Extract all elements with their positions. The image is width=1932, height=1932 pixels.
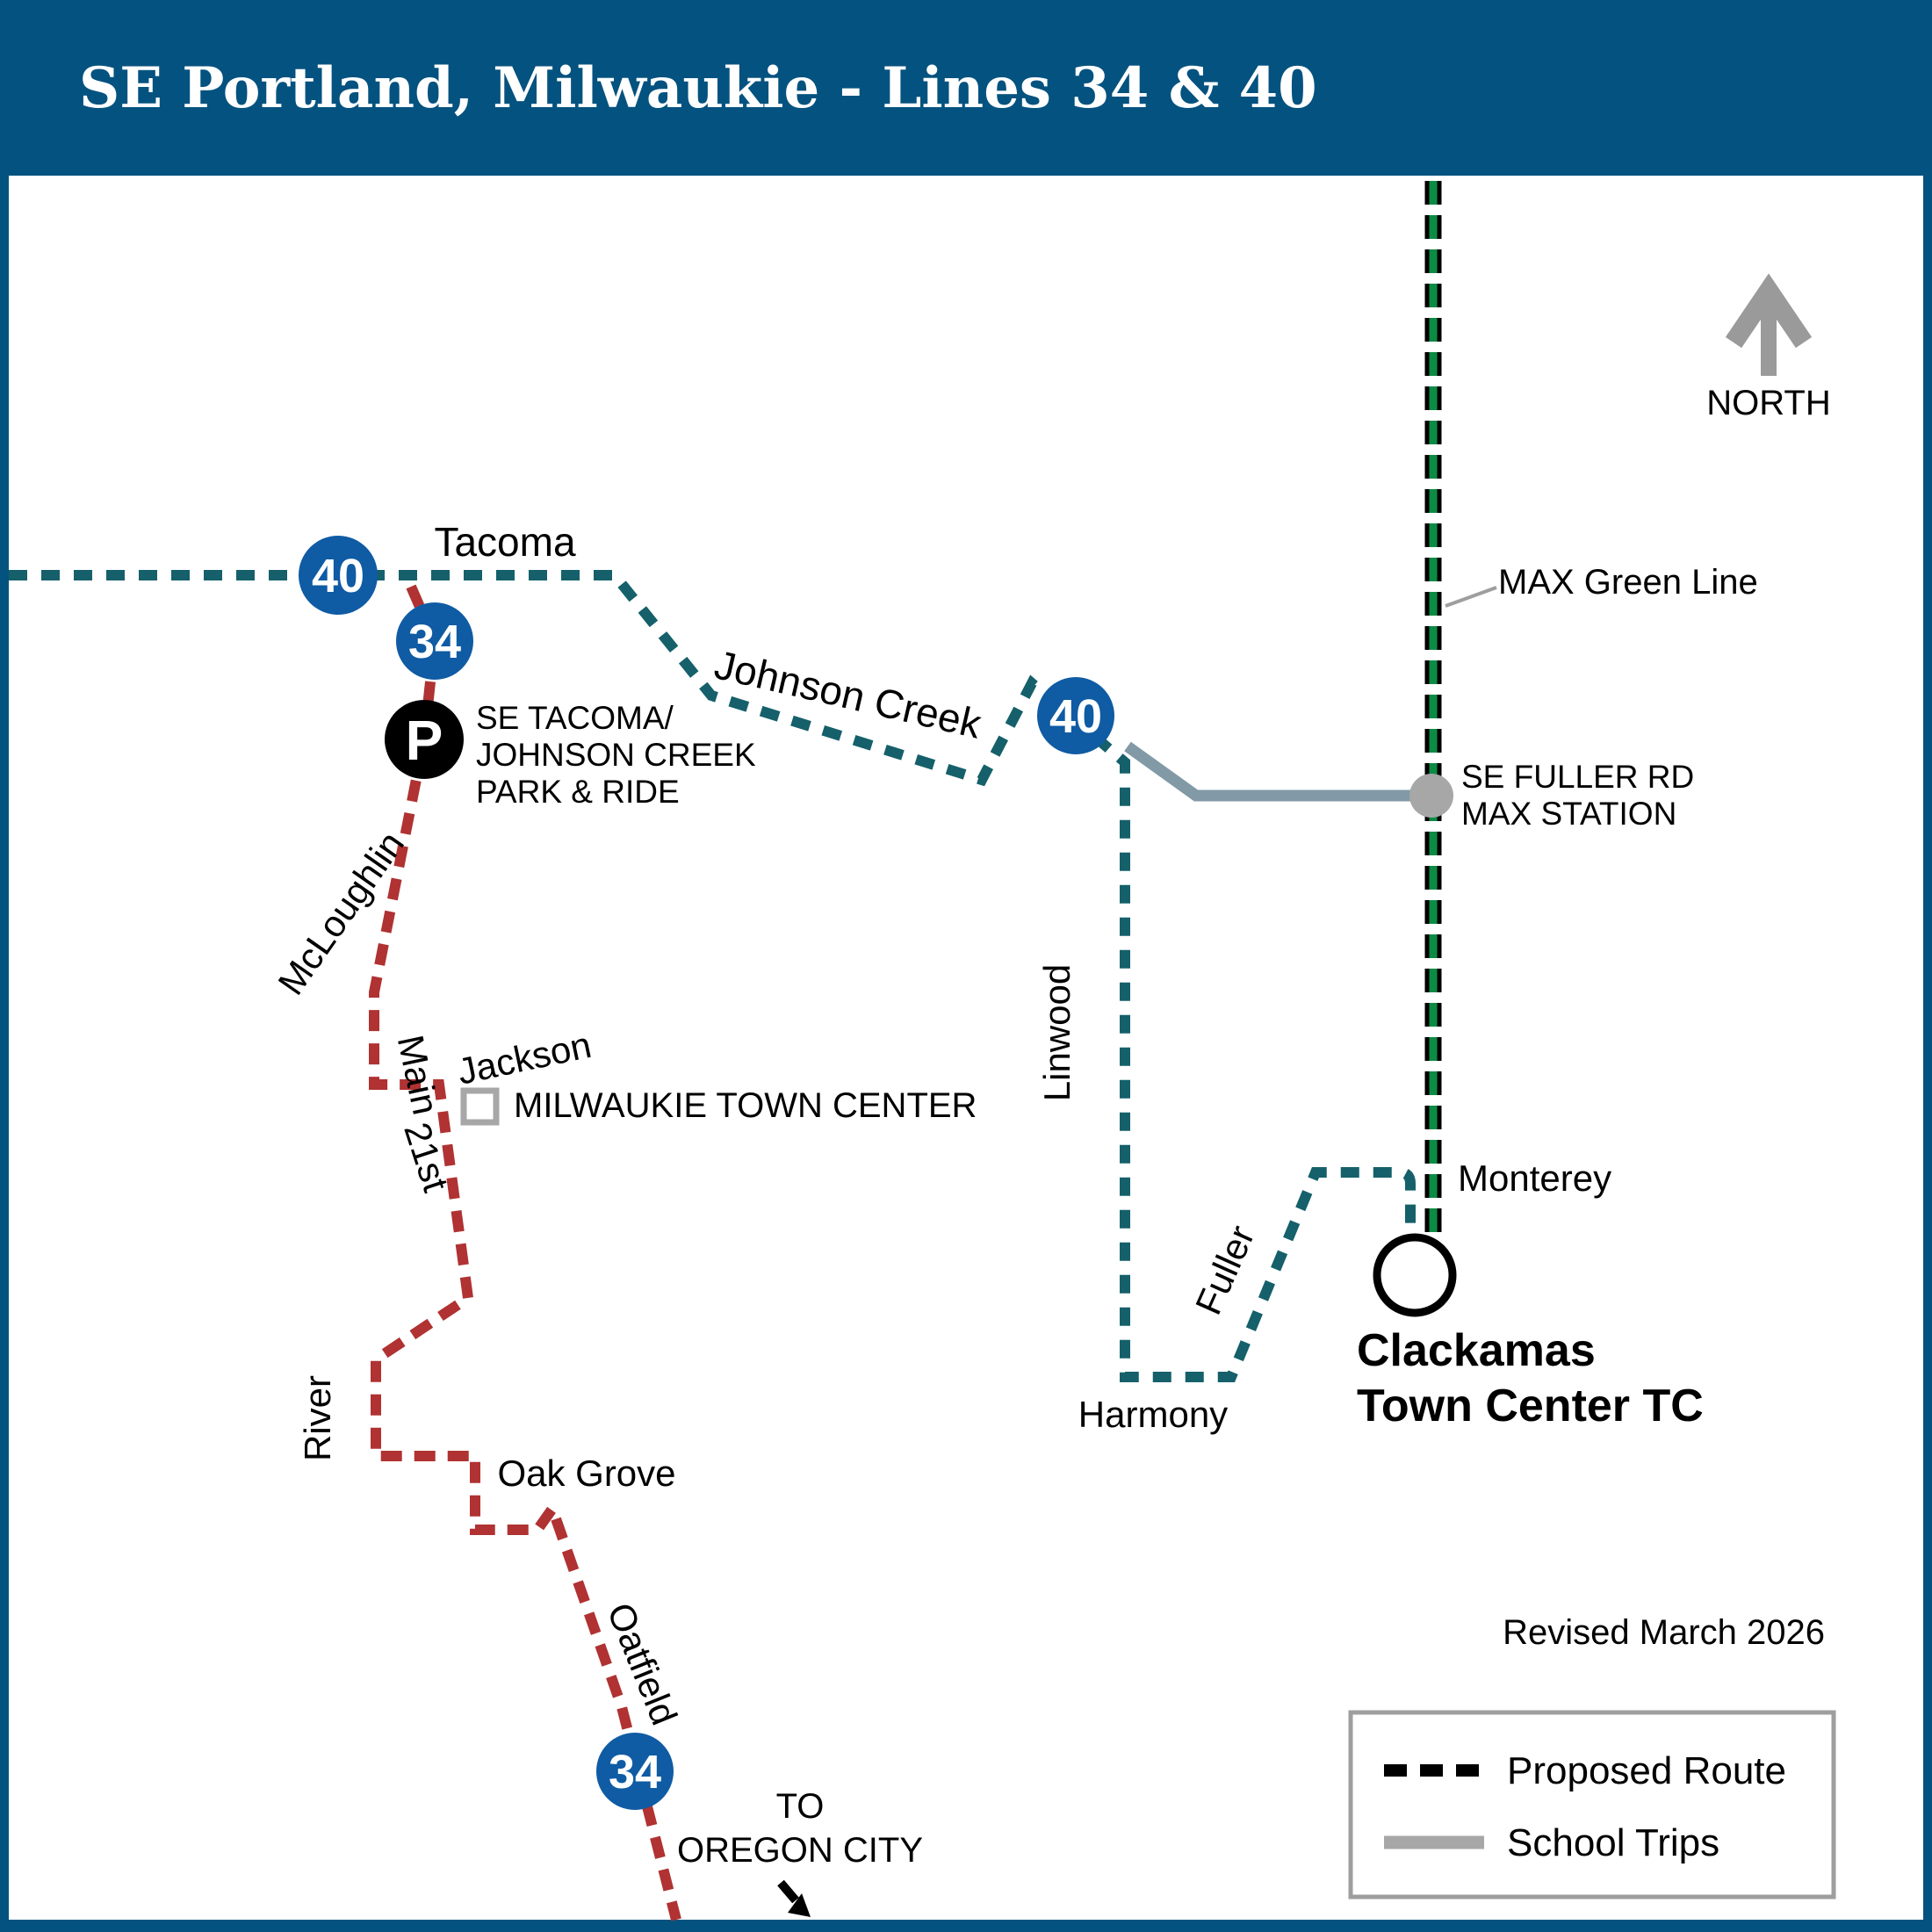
clackamas-tc-label-line2: Town Center TC: [1357, 1381, 1704, 1431]
street-label-harmony: Harmony: [1078, 1394, 1228, 1435]
map-border-bottom: [0, 1920, 1932, 1932]
park-and-ride-label-line3: PARK & RIDE: [476, 774, 680, 810]
legend-box: [1348, 1710, 1836, 1900]
north-arrow-icon: [1725, 273, 1813, 376]
se-fuller-label-line2: MAX STATION: [1461, 796, 1676, 832]
route-badge-34-tacoma: 34: [396, 602, 473, 680]
milwaukie-town-center-label: MILWAUKIE TOWN CENTER: [514, 1086, 977, 1125]
se-fuller-station-dot: [1409, 774, 1453, 818]
legend-school-trips-label: School Trips: [1507, 1821, 1719, 1864]
max-green-line-label: MAX Green Line: [1498, 563, 1758, 602]
to-oregon-city-arrow-icon: [777, 1879, 811, 1917]
route-badge-number: 40: [312, 550, 364, 602]
route-badge-40-tacoma: 40: [299, 536, 378, 615]
to-oregon-city-line2: OREGON CITY: [677, 1831, 923, 1870]
route-badge-34-oatfield: 34: [596, 1733, 674, 1810]
to-oregon-city-line1: TO: [776, 1787, 825, 1826]
north-arrow-head: [1725, 273, 1813, 349]
page-title: SE Portland, Milwaukie - Lines 34 & 40: [79, 55, 1317, 121]
park-and-ride-label-line2: JOHNSON CREEK: [476, 737, 756, 773]
clackamas-tc-marker: [1373, 1233, 1457, 1317]
route-badge-circle: [1037, 677, 1114, 754]
street-label-oak-grove: Oak Grove: [497, 1453, 675, 1494]
school-trips-line: [1124, 741, 1431, 802]
arrow-head: [788, 1893, 811, 1917]
legend-proposed-route-label: Proposed Route: [1507, 1749, 1786, 1792]
park-and-ride-marker: [385, 700, 464, 779]
route-34-line: [369, 584, 681, 1921]
revised-note: Revised March 2026: [1503, 1613, 1825, 1652]
arrow-shaft: [777, 1879, 799, 1904]
route-badge-circle: [299, 536, 378, 615]
route-badge-40-linwood: 40: [1037, 677, 1114, 754]
route-badge-number: 34: [609, 1746, 661, 1799]
milwaukie-town-center-marker: [460, 1087, 500, 1126]
map-border-left: [0, 176, 9, 1932]
route-40-line: [9, 570, 1416, 1382]
map-border-right: [1923, 176, 1932, 1932]
route-badge-number: 34: [408, 616, 461, 668]
legend: Proposed Route School Trips: [1348, 1710, 1836, 1900]
park-and-ride-p-icon: P: [406, 709, 443, 772]
street-label-tacoma: Tacoma: [434, 519, 575, 565]
street-label-river: River: [297, 1375, 338, 1461]
route-badge-circle: [396, 602, 473, 680]
se-fuller-label-line1: SE FULLER RD: [1461, 759, 1694, 795]
north-label: NORTH: [1706, 384, 1830, 422]
clackamas-tc-label-line1: Clackamas: [1357, 1325, 1596, 1376]
route-badge-circle: [596, 1733, 674, 1810]
park-and-ride-label-line1: SE TACOMA/: [476, 700, 674, 736]
route-badge-number: 40: [1049, 690, 1102, 743]
header-bar: [0, 0, 1932, 176]
street-label-linwood: Linwood: [1036, 964, 1078, 1101]
street-label-monterey: Monterey: [1458, 1157, 1611, 1199]
max-green-callout-line: [1445, 586, 1497, 608]
